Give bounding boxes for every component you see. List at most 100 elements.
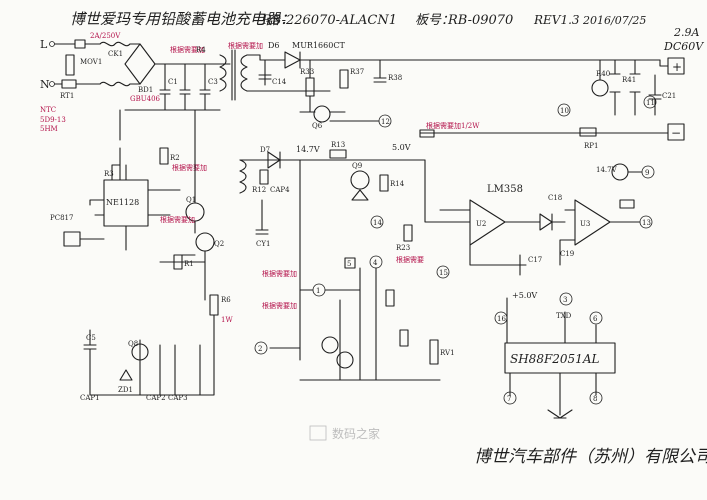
terminal-N xyxy=(49,81,55,87)
u3-label: U3 xyxy=(580,220,590,228)
node-10-label: 10 xyxy=(560,107,569,115)
r37-res xyxy=(339,69,349,89)
node-5-label: 5 xyxy=(347,260,351,268)
c3-label: C3 xyxy=(208,78,218,86)
ntc-value2: 5HM xyxy=(40,125,58,133)
r2-res xyxy=(159,147,169,165)
q9-regulator xyxy=(350,170,370,190)
bd1-label: BD1 xyxy=(138,86,153,94)
q-cluster2 xyxy=(336,351,354,369)
note-5: 根据需要加 xyxy=(262,269,297,278)
ntc-value: 5D9-13 xyxy=(40,116,66,124)
zener-zd1 xyxy=(119,369,133,381)
node-5-box xyxy=(344,257,356,269)
watermark: 数码之家 xyxy=(332,426,380,441)
r12-label: R12 xyxy=(252,186,266,194)
mov1 xyxy=(65,54,75,76)
terminal-negative xyxy=(667,123,685,141)
r38-label: R38 xyxy=(388,74,402,82)
cap2-label: CAP2 xyxy=(146,394,166,402)
label-L: L xyxy=(40,38,48,51)
note-4: 根据需要加 xyxy=(160,215,195,224)
r-cluster1 xyxy=(385,289,395,307)
ntc-rt1 xyxy=(61,79,77,89)
c19-label: C19 xyxy=(560,250,574,258)
cy1-cap xyxy=(255,199,269,235)
r6-value: 1W xyxy=(221,316,233,324)
aux-supply xyxy=(83,329,201,396)
d6-label: D6 xyxy=(268,41,280,50)
diode-d7 xyxy=(267,151,281,169)
opamp-u3-wiring xyxy=(559,209,641,266)
ic1-pins xyxy=(89,164,181,251)
led-diode xyxy=(539,213,553,231)
vcc-label: +5.0V xyxy=(512,291,537,300)
r12-res xyxy=(259,169,269,185)
node-9-label: 9 xyxy=(645,169,649,177)
v50-top: 5.0V xyxy=(392,143,411,152)
mcu-pins xyxy=(506,297,597,416)
note-2: 根据需要加 xyxy=(228,41,263,50)
r-cluster2 xyxy=(399,329,409,347)
r14-res xyxy=(379,174,389,192)
rp1 xyxy=(579,127,597,137)
node-16 xyxy=(494,311,508,325)
note-1: 根据需要加 xyxy=(170,45,205,54)
node-13 xyxy=(639,215,653,229)
zener-reg xyxy=(351,189,369,201)
c18-label: C18 xyxy=(548,194,562,202)
txd-label: TXD xyxy=(556,312,572,320)
terminal-positive-sign: + xyxy=(672,60,682,74)
diode-d6 xyxy=(284,51,301,69)
c1-label: C1 xyxy=(168,78,178,86)
date: 2016/07/25 xyxy=(582,14,646,27)
r2-label: R2 xyxy=(170,154,180,162)
q5-transistor xyxy=(591,79,609,97)
node-1-label: 1 xyxy=(316,287,320,295)
opamp-u2-wiring xyxy=(424,159,541,266)
output-current: 2.9A xyxy=(673,26,699,39)
c17-label: C17 xyxy=(528,256,542,264)
company-name: 博世汽车部件（苏州）有限公司 xyxy=(474,447,707,467)
node-4-label: 4 xyxy=(373,259,378,267)
q2-transistor xyxy=(195,232,215,252)
d7-label: D7 xyxy=(260,146,270,154)
led-indicators xyxy=(547,409,573,419)
q6-transistor xyxy=(313,105,331,123)
ntc-label: NTC xyxy=(40,106,56,114)
zd1-label: ZD1 xyxy=(118,386,133,394)
q8-label: Q8 xyxy=(128,340,138,348)
title-model: RB-226070-ALACN1 xyxy=(261,13,397,28)
r-out xyxy=(619,199,635,209)
aux-winding xyxy=(239,159,426,194)
secondary-wires xyxy=(246,54,331,92)
cap1-label: CAP1 xyxy=(80,394,100,402)
node-14 xyxy=(370,215,384,229)
node-3-label: 3 xyxy=(563,296,567,304)
board-number: RB-09070 xyxy=(447,13,513,28)
node-15 xyxy=(436,265,450,279)
transformer xyxy=(219,49,248,101)
note-7: 根据需要 xyxy=(396,255,424,264)
node-7 xyxy=(503,391,517,405)
rv1-varistor xyxy=(429,339,439,365)
node-8 xyxy=(589,391,603,405)
r1-label: R1 xyxy=(184,260,194,268)
bridge-bd1 xyxy=(124,43,156,85)
node-7-label: 7 xyxy=(507,395,511,403)
node-12-label: 12 xyxy=(381,118,390,126)
ac-wires xyxy=(54,43,101,85)
mcu-label: SH88F2051AL xyxy=(510,352,599,366)
fuse-value: 2A/250V xyxy=(90,32,121,40)
label-N: N xyxy=(40,78,50,91)
note-6: 根据需要加1/2W xyxy=(426,121,480,130)
r13-res xyxy=(329,149,347,159)
v147-right: 14.7V xyxy=(596,166,618,174)
c17-cap xyxy=(513,254,527,276)
cluster-wiring xyxy=(269,267,441,381)
v147-top: 14.7V xyxy=(296,145,320,154)
r14-label: R14 xyxy=(390,180,405,188)
cap3-label: CAP3 xyxy=(168,394,188,402)
mov-label: MOV1 xyxy=(80,58,102,66)
